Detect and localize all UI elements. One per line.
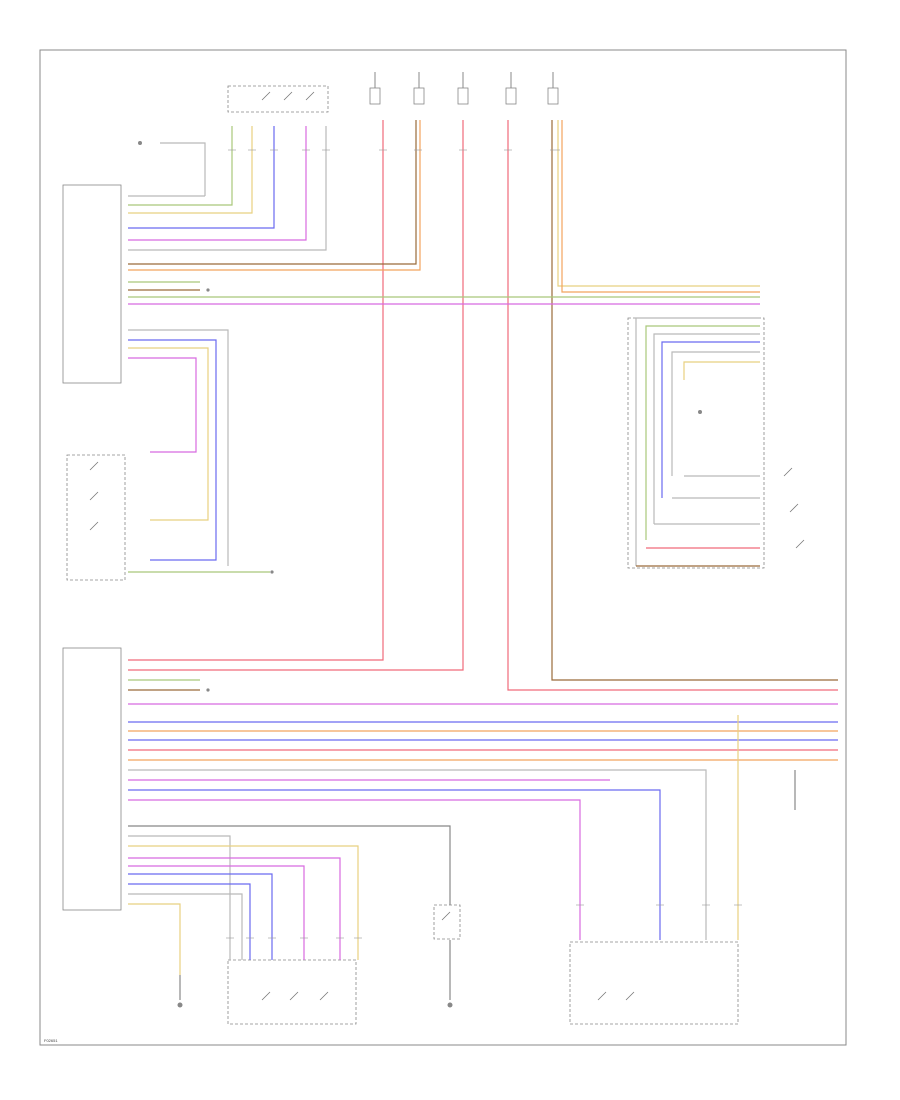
left-upper-control-module: [62, 184, 122, 384]
contact: [305, 91, 315, 101]
contact: [261, 91, 271, 101]
wire-yellow-l3: [128, 903, 181, 975]
wire-red-fuse3: [128, 120, 464, 671]
wire-violet-3: [128, 357, 197, 453]
diagram-frame: [39, 49, 847, 1046]
wire-black-l1: [128, 825, 451, 905]
wire-grey-r1: [635, 317, 760, 566]
diagram-code: F02651: [44, 1038, 58, 1043]
right-door-module: [627, 317, 765, 569]
wire-grey-2: [128, 126, 327, 251]
upper-wire-harness: [128, 120, 838, 691]
ground-point: [447, 1002, 453, 1008]
wire-red-fuse4: [507, 120, 838, 691]
contact: [89, 491, 99, 501]
wire-yellow-r1: [683, 361, 760, 380]
contact: [319, 991, 329, 1001]
top-fuse-switch-block: [227, 85, 329, 113]
wire-violet-l5: [128, 865, 305, 960]
fuse-3: [457, 87, 469, 105]
wire-grey-l1: [128, 769, 707, 940]
wire-green-1: [128, 126, 233, 206]
wire-blue-l4: [128, 873, 273, 960]
fuse-1: [369, 87, 381, 105]
wire-blue-1: [128, 126, 275, 229]
ground-point: [177, 1002, 183, 1008]
contact: [89, 461, 99, 471]
wire-brown-upper: [128, 120, 417, 265]
contact: [261, 991, 271, 1001]
contact: [795, 539, 805, 549]
ground-symbols: [138, 141, 702, 1008]
contact: [597, 991, 607, 1001]
ground-point: [698, 410, 702, 414]
contact: [783, 467, 793, 477]
fuse-4: [505, 87, 517, 105]
wire-orange-upper: [128, 120, 421, 271]
splice-point: [206, 688, 210, 692]
contact: [89, 521, 99, 531]
wire-yellow-2: [128, 347, 209, 521]
wire-grey-l2: [128, 835, 231, 960]
contact: [789, 503, 799, 513]
fuse-2: [413, 87, 425, 105]
wire-grey-r2: [653, 333, 760, 524]
wire-green-r1: [645, 325, 760, 540]
ground-point: [138, 141, 142, 145]
lower-wire-harness: [128, 679, 838, 1000]
wire-orange-fuse5: [561, 120, 760, 293]
connector-ticks: [226, 149, 742, 939]
wire-blue-r1: [661, 341, 760, 498]
wire-grey-switch: [160, 142, 206, 196]
wire-grey-3: [128, 329, 229, 566]
left-lower-control-module: [62, 647, 122, 911]
splice-point: [270, 570, 274, 574]
wire-yellow-l2: [128, 845, 359, 960]
wire-violet-1: [128, 126, 307, 241]
fuse-5: [547, 87, 559, 105]
bottom-center-switch-block: [433, 904, 461, 940]
fuse-group: [369, 72, 559, 105]
front-passenger-window-switch: [66, 454, 126, 581]
contact: [441, 911, 451, 921]
contact: [625, 991, 635, 1001]
switch-contacts: [89, 91, 805, 1001]
wire-blue-2: [128, 339, 217, 561]
right-rear-switch-block: [569, 941, 739, 1025]
contact: [283, 91, 293, 101]
wire-blue-l3: [128, 789, 661, 940]
wire-yellow-fuse5: [557, 120, 760, 287]
splice-point: [206, 288, 210, 292]
wire-grey-r3: [671, 351, 760, 476]
wire-grey-l3: [128, 893, 243, 960]
wire-violet-l4: [128, 857, 341, 960]
contact: [289, 991, 299, 1001]
wire-brown-fuse5: [551, 120, 838, 681]
wire-violet-l3: [128, 799, 581, 940]
wire-yellow-1: [128, 126, 253, 214]
wire-blue-l5: [128, 883, 251, 960]
wire-red-main: [128, 120, 384, 661]
bottom-left-switch-block: [227, 959, 357, 1025]
